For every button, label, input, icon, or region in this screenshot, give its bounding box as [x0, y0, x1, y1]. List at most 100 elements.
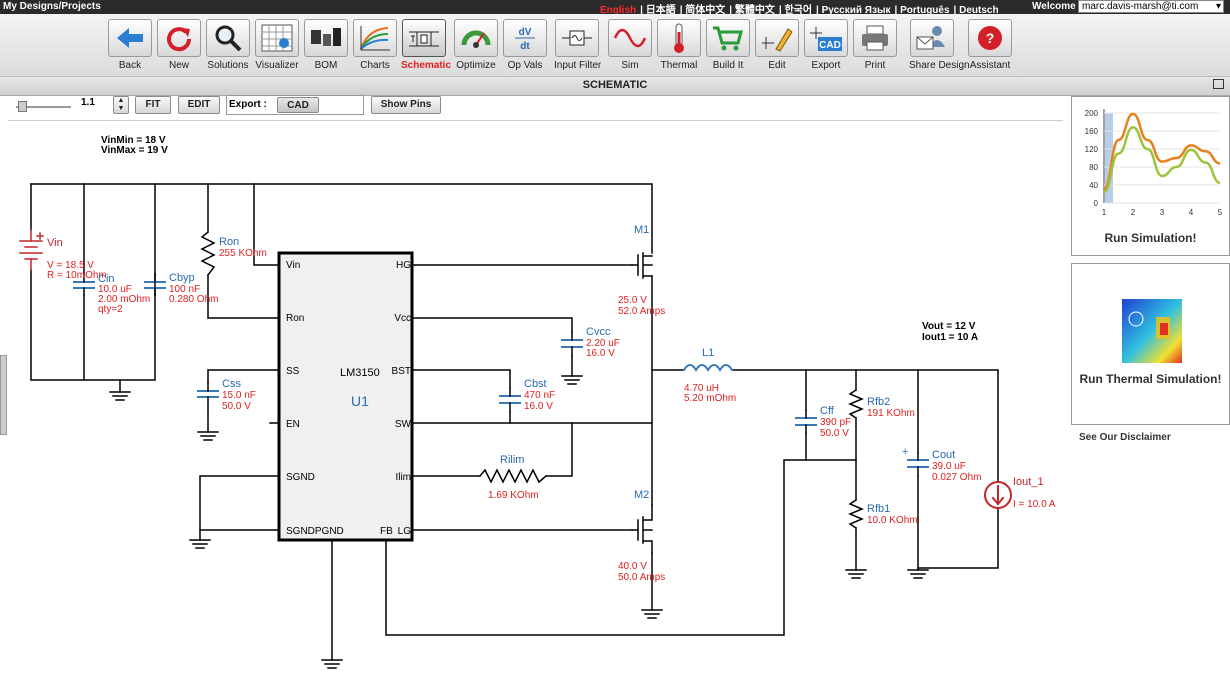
edit-pencil-icon [762, 28, 793, 52]
lm3150-ic-body[interactable] [277, 251, 414, 542]
visualizer-button[interactable]: Visualizer [254, 19, 300, 77]
edit-schematic-button[interactable]: EDIT [178, 96, 220, 114]
cin-esr: 2.00 mOhm [98, 294, 150, 305]
chart-y-tick-label: 200 [1085, 109, 1099, 118]
svg-text:+: + [902, 446, 908, 458]
css-voltage: 50.0 V [222, 401, 251, 412]
lang-japanese[interactable]: 日本語 [645, 5, 676, 16]
chart-y-tick-label: 120 [1085, 145, 1099, 154]
cff-label: Cff [820, 405, 835, 417]
ground-icon [109, 391, 131, 401]
m1-voltage: 25.0 V [618, 295, 647, 306]
back-arrow-icon [117, 28, 143, 48]
export-cad-button[interactable]: CAD [277, 97, 319, 113]
lang-simplified-chinese[interactable]: 简体中文 [685, 5, 726, 16]
solutions-button[interactable]: Solutions [205, 19, 251, 77]
rfb2-symbol [848, 388, 864, 420]
cout-symbol [907, 459, 929, 468]
m1-mosfet-symbol[interactable] [631, 252, 653, 279]
lang-korean[interactable]: 한국어 [784, 5, 813, 16]
run-simulation-link[interactable]: Run Simulation! [1104, 231, 1197, 245]
cbst-symbol [499, 395, 521, 404]
export-button[interactable]: CAD Export [803, 19, 849, 77]
optimize-button[interactable]: Optimize [453, 19, 499, 77]
svg-text:CAD: CAD [819, 40, 841, 51]
vin-max-text: VinMax = 19 V [101, 145, 168, 156]
pin-vcc: Vcc [394, 313, 411, 324]
assistant-button[interactable]: ? Assistant [967, 19, 1013, 77]
language-list: English| 日本語| 简体中文| 繁體中文| 한국어| Русский Я… [600, 5, 999, 16]
pin-sw: SW [395, 419, 412, 430]
l1-resistance: 5.20 mOhm [684, 393, 736, 404]
export-label: Export [811, 60, 841, 71]
breadcrumb-my-designs[interactable]: My Designs/Projects [3, 1, 101, 12]
cin-symbol [73, 281, 95, 289]
user-dropdown[interactable]: marc.davis-marsh@ti.com ▾ [1078, 0, 1224, 13]
ground-icon [907, 569, 929, 579]
vin-source-symbol[interactable] [19, 229, 44, 271]
thermal-panel[interactable]: Run Thermal Simulation! [1071, 263, 1230, 425]
disclaimer-link[interactable]: See Our Disclaimer [1079, 432, 1171, 443]
run-thermal-simulation-link[interactable]: Run Thermal Simulation! [1079, 372, 1222, 386]
lang-portuguese[interactable]: Português [900, 5, 950, 16]
cin-capacitance: 10.0 uF [98, 284, 132, 295]
m2-mosfet-symbol[interactable] [631, 504, 653, 554]
zoom-slider-handle[interactable] [18, 101, 27, 112]
page-title: SCHEMATIC [582, 79, 648, 91]
cart-icon [713, 26, 743, 51]
thermal-button[interactable]: Thermal [656, 19, 702, 77]
maximize-icon[interactable] [1213, 79, 1224, 89]
user-email: marc.davis-marsh@ti.com [1082, 1, 1199, 12]
svg-text:?: ? [986, 30, 995, 46]
new-button[interactable]: New [156, 19, 202, 77]
input-filter-icon [562, 30, 592, 46]
charts-button[interactable]: Charts [352, 19, 398, 77]
cout-capacitance: 39.0 uF [932, 461, 966, 472]
optimize-label: Optimize [456, 60, 496, 71]
iout-current-source-symbol[interactable] [984, 481, 1012, 509]
share-icon [916, 26, 945, 50]
print-button[interactable]: Print [852, 19, 898, 77]
bom-button[interactable]: BOM [303, 19, 349, 77]
lang-german[interactable]: Deutsch [959, 5, 999, 16]
share-design-button[interactable]: Share Design [909, 19, 970, 77]
l1-inductor-symbol[interactable] [682, 364, 734, 372]
build-it-button[interactable]: Build It [705, 19, 751, 77]
pin-vin: Vin [286, 260, 300, 271]
thermometer-icon [674, 23, 684, 53]
ground-icon [321, 659, 343, 669]
chart-y-tick-label: 0 [1094, 199, 1099, 208]
ic-reference: U1 [351, 393, 369, 409]
chart-y-tick-label: 80 [1089, 163, 1098, 172]
zoom-slider[interactable] [16, 100, 71, 112]
schematic-icon [409, 31, 439, 47]
zoom-stepper[interactable]: ▲▼ [113, 96, 129, 114]
sim-button[interactable]: Sim [607, 19, 653, 77]
rfb2-value: 191 KOhm [867, 408, 915, 419]
schematic-title-bar: SCHEMATIC [0, 76, 1230, 96]
show-pins-button[interactable]: Show Pins [371, 96, 441, 114]
left-panel-handle[interactable] [0, 355, 7, 435]
ground-icon [845, 569, 867, 579]
lang-english[interactable]: English [600, 5, 637, 16]
assistant-label: Assistant [969, 60, 1011, 71]
fit-button[interactable]: FIT [135, 96, 171, 114]
schematic-canvas: VinMin = 18 V VinMax = 19 V Vout = 12 V … [19, 135, 1056, 669]
chart-x-tick-label: 3 [1160, 208, 1165, 217]
chart-x-tick-label: 5 [1218, 208, 1223, 217]
vin-voltage: V = 18.5 V [47, 260, 94, 271]
schematic-button[interactable]: Schematic [401, 19, 451, 77]
back-button[interactable]: Back [107, 19, 153, 77]
rilim-value: 1.69 KOhm [488, 490, 539, 501]
lang-traditional-chinese[interactable]: 繁體中文 [734, 5, 775, 16]
input-filter-button[interactable]: Input Filter [554, 19, 601, 77]
lang-russian[interactable]: Русский Язык [821, 5, 891, 16]
cbyp-esr: 0.280 Ohm [169, 294, 218, 305]
edit-button[interactable]: Edit [754, 19, 800, 77]
main-toolbar: Back New Solutions Visualizer BOM Charts… [0, 14, 1230, 76]
ron-label: Ron [219, 236, 239, 248]
sine-wave-icon [613, 28, 647, 48]
